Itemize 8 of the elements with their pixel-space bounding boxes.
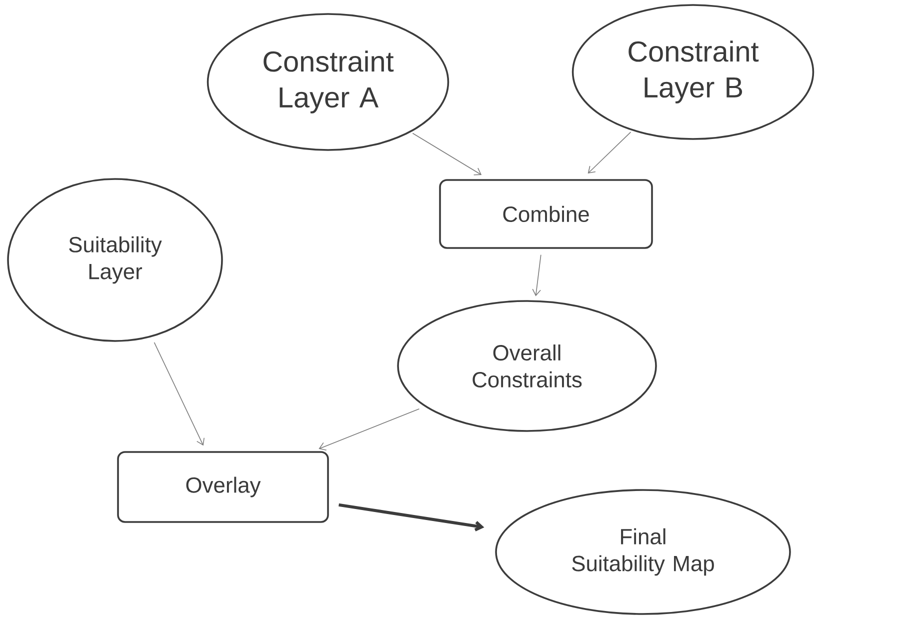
arrow	[338, 503, 484, 532]
process-box: Overlay	[117, 451, 329, 523]
arrow	[318, 408, 420, 450]
arrow	[412, 132, 482, 176]
arrow	[154, 342, 205, 446]
arrow	[532, 254, 542, 296]
process-box: Combine	[439, 179, 653, 249]
arrow	[588, 132, 632, 174]
